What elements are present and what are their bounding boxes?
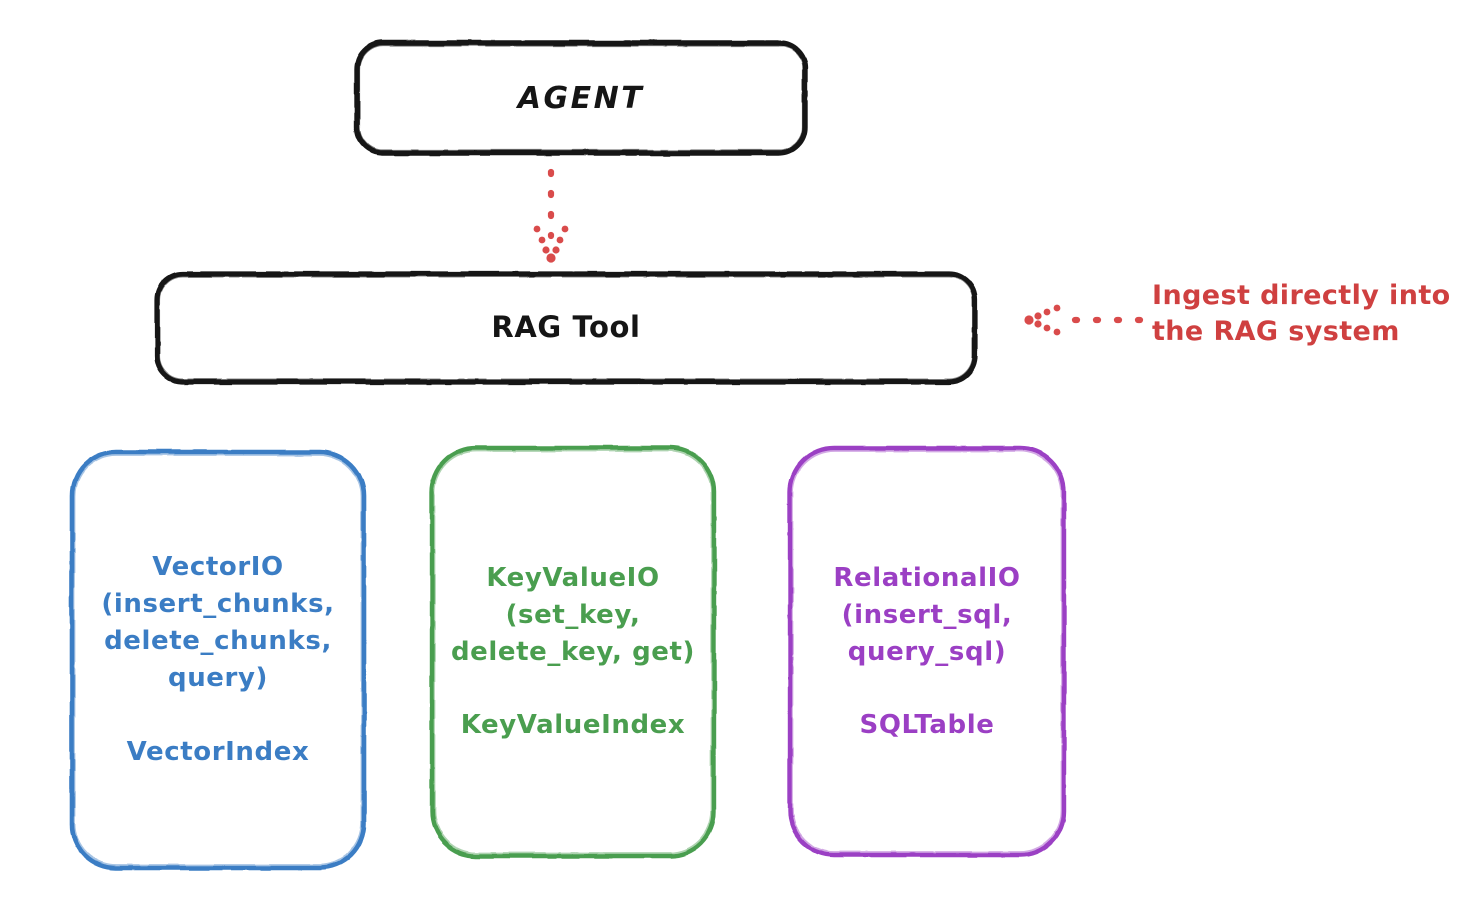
key-value-io-box-outline <box>429 445 717 859</box>
connector-ingest-to-rag-tool <box>1024 304 1144 336</box>
rag-tool-box-outline <box>154 271 978 385</box>
node-vector-io[interactable]: VectorIO (insert_chunks, delete_chunks, … <box>70 450 366 870</box>
node-vector-io-label: VectorIO (insert_chunks, delete_chunks, … <box>101 552 335 767</box>
node-rag-tool-label: RAG Tool <box>491 310 641 345</box>
node-relational-io-label: RelationalIO (insert_sql, query_sql) SQL… <box>833 562 1021 741</box>
node-relational-io[interactable]: RelationalIO (insert_sql, query_sql) SQL… <box>788 446 1066 858</box>
node-key-value-io[interactable]: KeyValueIO (set_key, delete_key, get) Ke… <box>430 446 716 858</box>
node-key-value-io-label: KeyValueIO (set_key, delete_key, get) Ke… <box>450 562 696 741</box>
node-rag-tool[interactable]: RAG Tool <box>155 272 977 384</box>
connector-agent-to-rag-tool <box>533 168 569 263</box>
agent-box-outline <box>354 40 808 156</box>
node-agent[interactable]: AGENT <box>356 42 806 154</box>
node-agent-label: AGENT <box>517 80 645 116</box>
vector-io-box-outline <box>69 449 367 871</box>
annotation-ingest: Ingest directly into the RAG system <box>1152 280 1451 347</box>
relational-io-box-outline <box>787 445 1067 858</box>
